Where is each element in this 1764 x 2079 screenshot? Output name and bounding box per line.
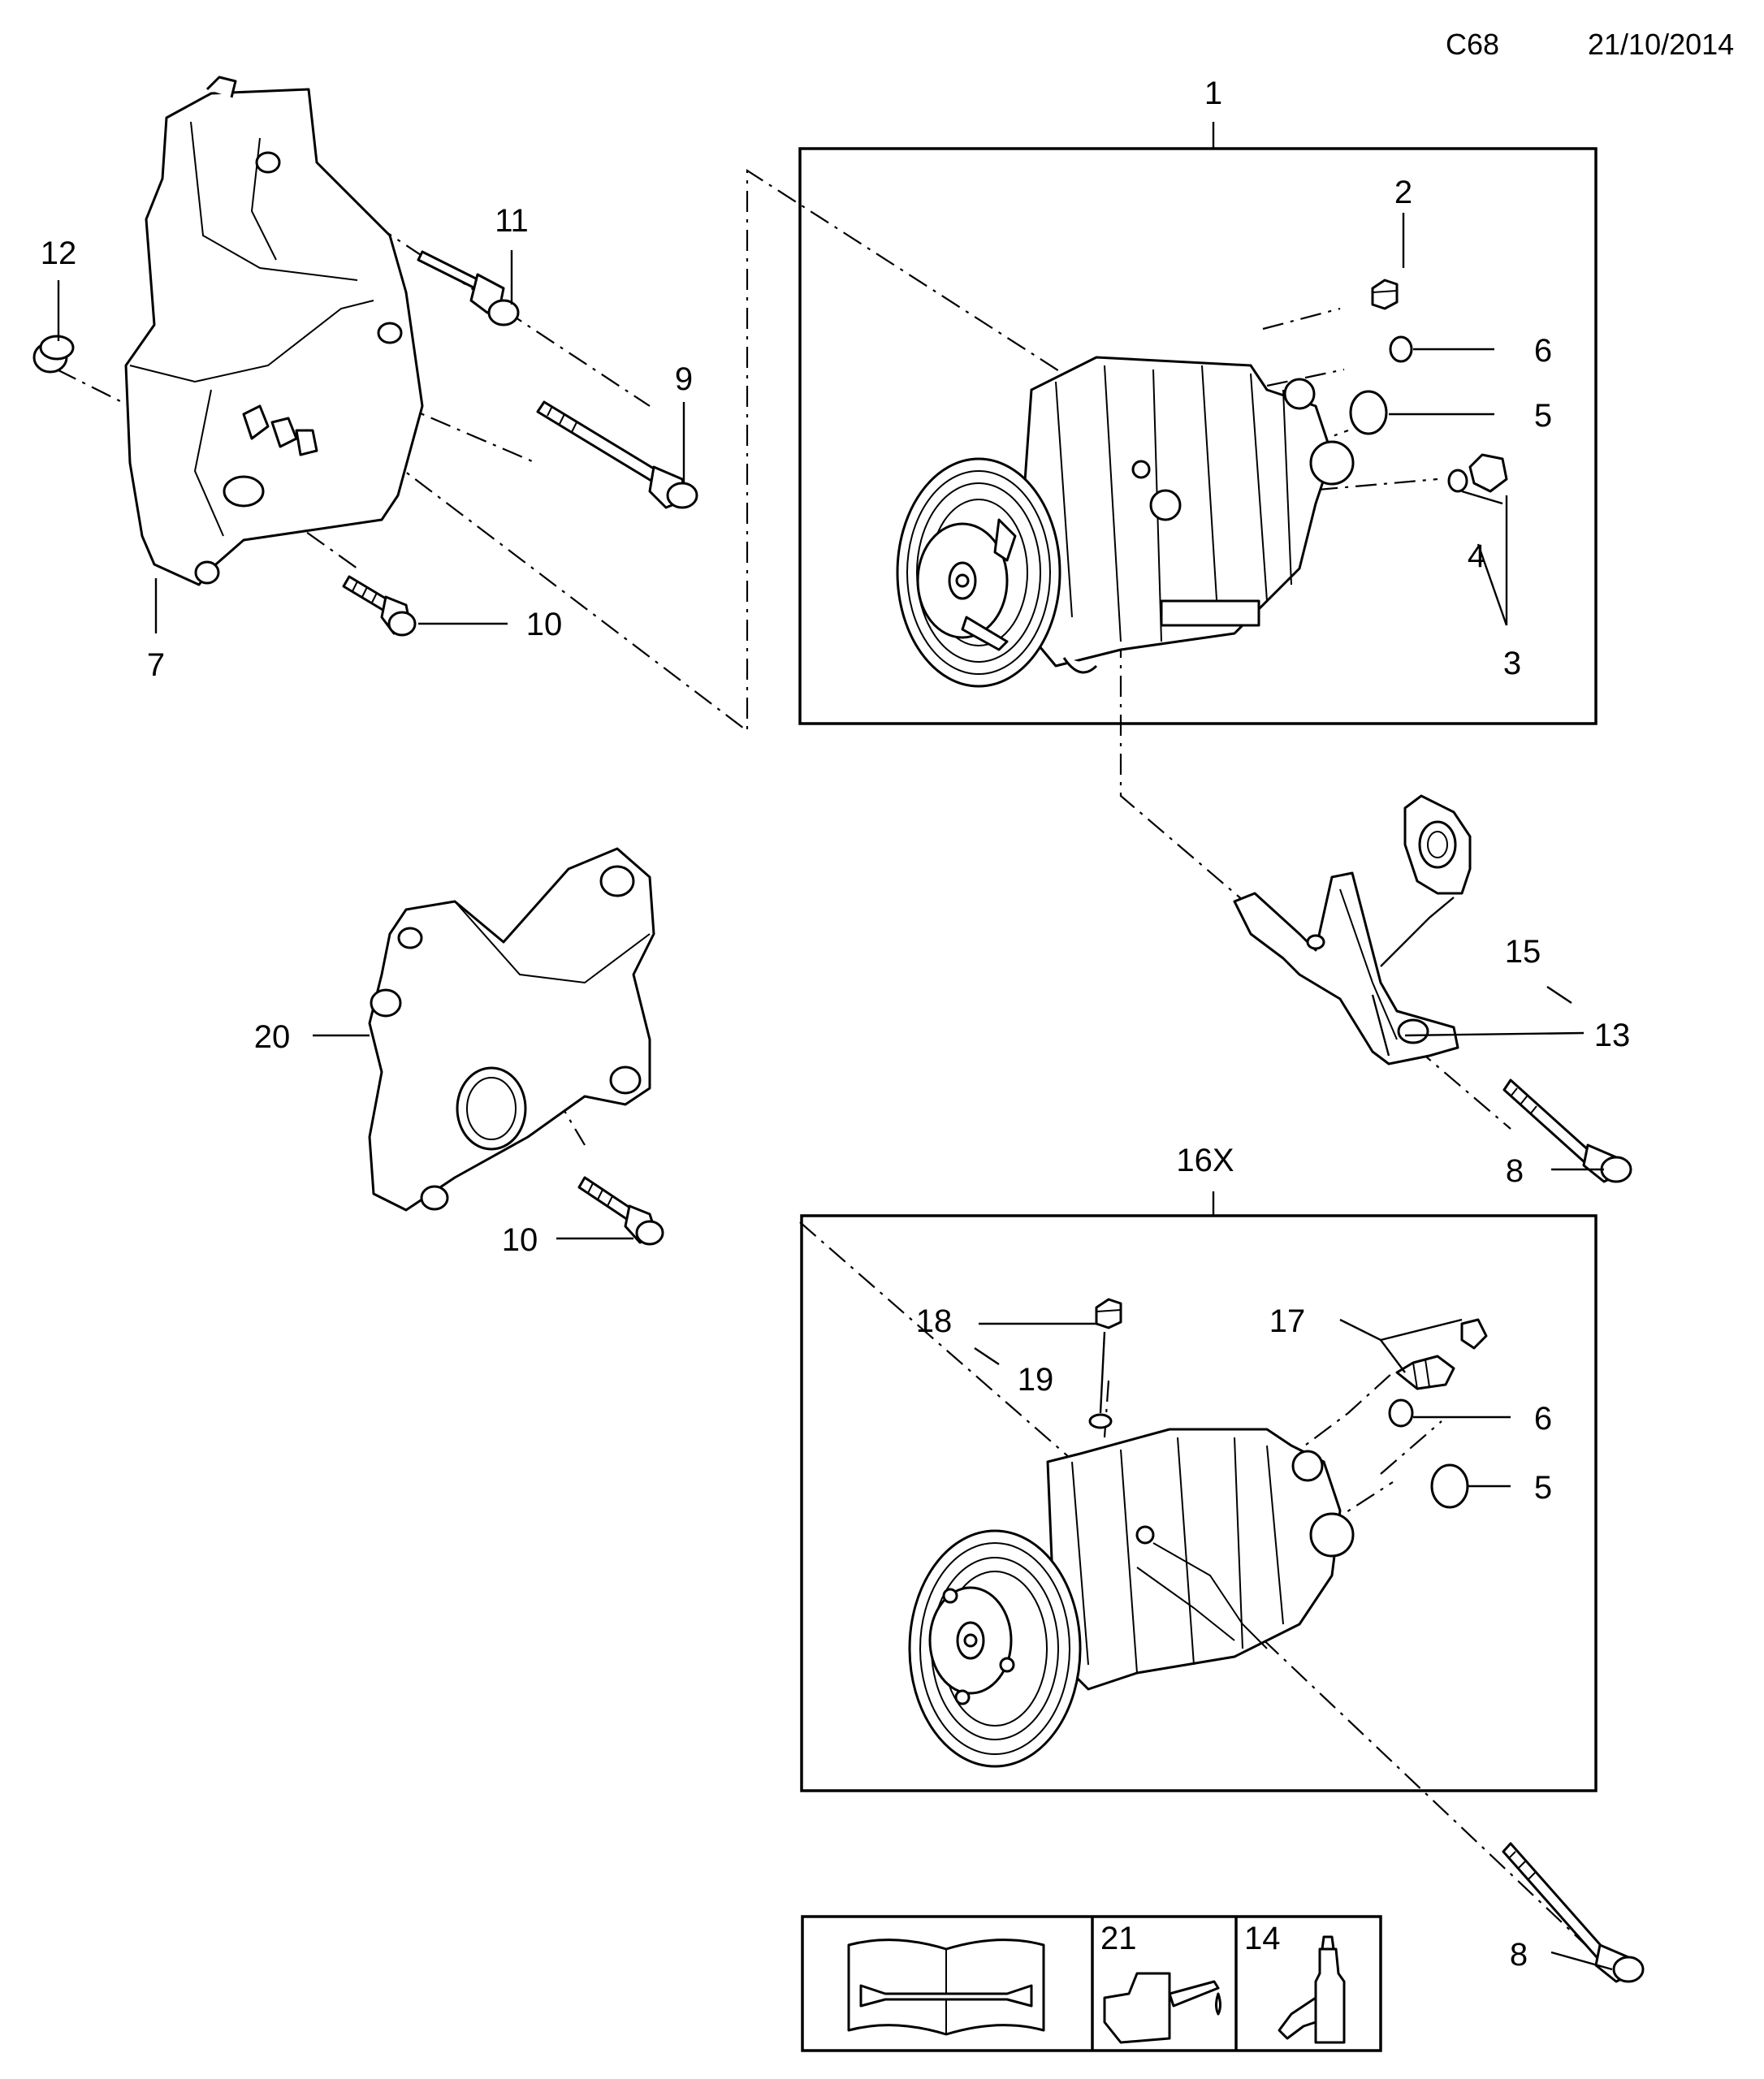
compressor-bracket-7 — [124, 76, 424, 586]
o-ring-5-upper — [1349, 390, 1388, 435]
callout-20: 20 — [254, 1019, 291, 1055]
callout-17: 17 — [1269, 1303, 1306, 1339]
o-ring-6-upper — [1389, 335, 1413, 363]
callout-7: 7 — [147, 647, 165, 683]
compressor-bracket-20 — [368, 847, 655, 1212]
callout-11: 11 — [495, 203, 529, 239]
callout-8-upper: 8 — [1506, 1153, 1524, 1189]
oil-can-icon — [1103, 1972, 1221, 2044]
plug-3 — [1468, 453, 1508, 493]
sensor-15 — [1403, 794, 1472, 895]
bracket-13 — [1233, 871, 1459, 1065]
callout-2: 2 — [1394, 175, 1412, 210]
callout-4: 4 — [1468, 538, 1485, 574]
plug-18 — [1095, 1298, 1122, 1329]
bolt-8-lower — [1502, 1842, 1645, 1983]
callout-18: 18 — [916, 1303, 953, 1339]
page-date: 21/10/2014 — [1588, 28, 1735, 61]
callout-12: 12 — [41, 236, 77, 271]
callout-13: 13 — [1594, 1018, 1631, 1053]
callout-9: 9 — [675, 361, 693, 397]
callout-10-upper: 10 — [526, 607, 563, 642]
callout-14: 14 — [1244, 1921, 1281, 1956]
callout-6-lower: 6 — [1534, 1401, 1552, 1437]
callout-1: 1 — [1204, 76, 1222, 111]
page-code: C68 — [1446, 28, 1500, 61]
compressor-assembly-frame — [798, 147, 1598, 725]
callout-10-lower: 10 — [502, 1222, 538, 1258]
callout-8-lower: 8 — [1510, 1937, 1528, 1973]
info-legend-box: 21 14 — [801, 1915, 1382, 2052]
leader-lines — [57, 122, 1613, 1971]
callout-6-upper: 6 — [1534, 333, 1552, 369]
bolt-8-upper — [1502, 1078, 1632, 1183]
callout-19: 19 — [1018, 1362, 1054, 1398]
bolt-10-lower — [577, 1176, 664, 1246]
callout-3: 3 — [1503, 646, 1521, 681]
port-plug-2 — [1371, 279, 1399, 310]
replacement-compressor-frame — [800, 1214, 1598, 1792]
callout-15: 15 — [1505, 934, 1541, 970]
manual-book-icon — [847, 1939, 1045, 2036]
callout-21: 21 — [1100, 1921, 1137, 1956]
callout-labels: 1 2 6 5 4 3 7 12 11 9 10 15 13 8 16X 18 … — [41, 76, 1631, 1973]
callout-16x: 16X — [1176, 1143, 1234, 1178]
bolt-11 — [417, 250, 520, 326]
o-ring-6-lower — [1388, 1398, 1414, 1428]
callout-5-upper: 5 — [1534, 398, 1552, 434]
fitting-17 — [1395, 1318, 1488, 1390]
ac-compressor-upper — [896, 356, 1355, 688]
washer-19 — [1088, 1413, 1113, 1429]
bolt-10-upper — [342, 575, 417, 637]
bushing-12 — [32, 335, 75, 374]
seal-4 — [1447, 469, 1468, 493]
sealant-bottle-icon — [1278, 1935, 1346, 2044]
callout-5-lower: 5 — [1534, 1470, 1552, 1506]
bolt-9 — [536, 400, 698, 509]
o-ring-5-lower — [1430, 1463, 1469, 1509]
ac-compressor-lower — [908, 1428, 1355, 1768]
